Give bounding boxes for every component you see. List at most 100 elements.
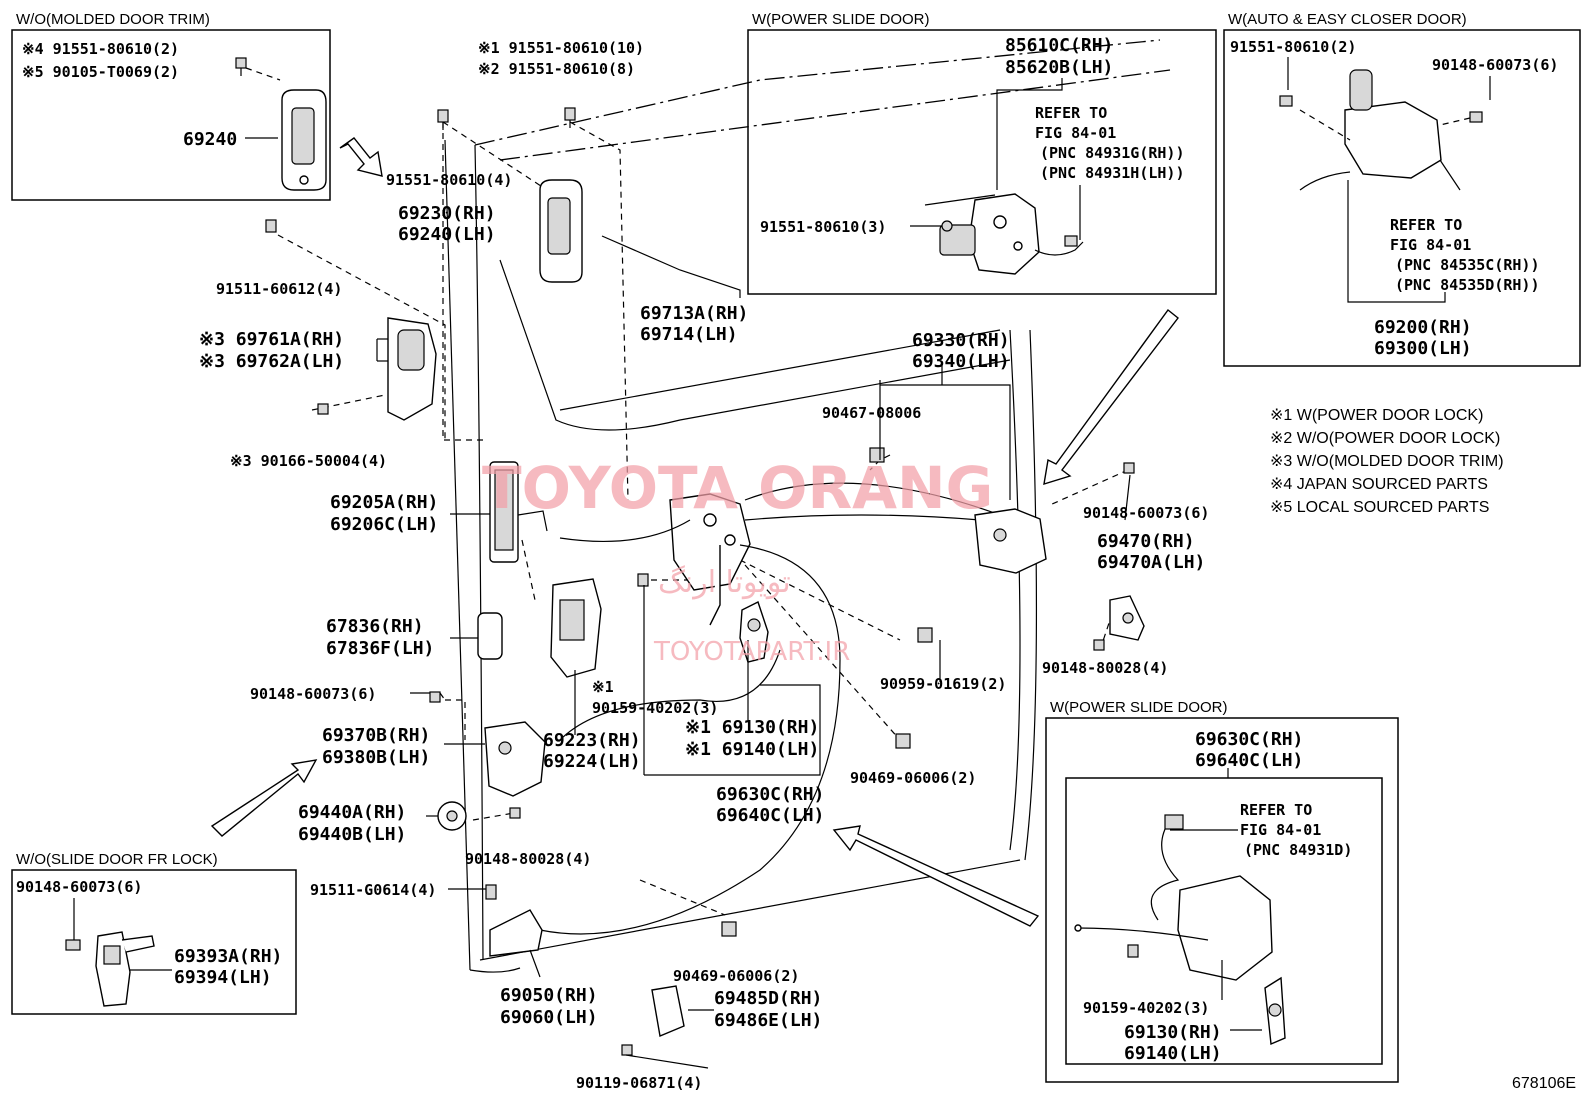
label: 69440A(RH) [298,802,406,823]
label: 69485D(RH) [714,988,822,1009]
label: 69630C(RH) [1195,729,1303,750]
label: 91551-80610(2) [1230,38,1356,56]
label: 90148-80028(4) [1042,659,1168,677]
note: ※5 LOCAL SOURCED PARTS [1270,499,1489,516]
label: 69060(LH) [500,1007,598,1028]
note: ※4 JAPAN SOURCED PARTS [1270,476,1488,493]
part-labels: ※1 91551-80610(10) ※2 91551-80610(8) 915… [199,39,1576,1092]
label: ※1 69140(LH) [685,739,819,760]
main-parts [265,107,1145,1056]
label: (PNC 84535D(RH)) [1395,276,1540,294]
box-slide-fr-lock: W/O(SLIDE DOOR FR LOCK) 90148-60073(6) 6… [11,851,297,1015]
label: ※3 69761A(RH) [199,329,344,350]
inside-handle-icon [387,317,437,421]
label: 69380B(LH) [322,747,430,768]
screw-icon [235,57,247,76]
box-title: W(POWER SLIDE DOOR) [1050,699,1228,716]
label: 69300(LH) [1374,338,1472,359]
screw-icon [637,573,649,587]
figure-code: 678106E [1512,1075,1576,1092]
label: 91511-60612(4) [216,280,342,298]
label: 90467-08006 [822,404,921,422]
block-arrows [210,137,1179,927]
screw-icon [509,807,521,819]
label: (PNC 84931G(RH)) [1040,144,1185,162]
screw-icon [1093,639,1105,651]
label: 90148-60073(6) [1083,504,1209,522]
label: 90148-60073(6) [250,685,376,703]
label: 90959-01619(2) [880,675,1006,693]
notes: ※1 W(POWER DOOR LOCK) ※2 W/O(POWER DOOR … [1270,407,1504,516]
label: ※5 90105-T0069(2) [22,63,179,81]
handle-frame-icon [489,461,548,563]
label: 69470A(LH) [1097,552,1205,573]
label: 69200(RH) [1374,317,1472,338]
door-lock-assembly-icon [1074,814,1286,1046]
watermark-text: TOYOTA ORANG [482,454,993,522]
label: ※4 91551-80610(2) [22,40,179,58]
arrow-icon [210,759,318,837]
label: 69714(LH) [640,324,738,345]
cover-icon [477,612,503,660]
label: (PNC 84931D) [1244,841,1352,859]
watermark-url: TOYOTAPART.IR [653,637,850,667]
label: 69713A(RH) [640,303,748,324]
label: ※3 90166-50004(4) [230,452,387,470]
box-power-slide-bottom: W(POWER SLIDE DOOR) 69630C(RH) 69640C(LH… [1045,699,1399,1083]
label: 69440B(LH) [298,824,406,845]
label: 69394(LH) [174,967,272,988]
label: 90119-06871(4) [576,1074,702,1092]
clip-icon [895,733,911,749]
label: 90469-06006(2) [850,769,976,787]
label: 91511-G0614(4) [310,881,436,899]
label: 69224(LH) [543,751,641,772]
note: ※2 W/O(POWER DOOR LOCK) [1270,430,1500,447]
arrow-icon [832,825,1040,927]
label: 69470(RH) [1097,531,1195,552]
lock-center-icon [669,493,751,626]
screw-icon [265,219,277,233]
lower-hinge-icon [489,909,543,957]
label: ※3 69762A(LH) [199,351,344,372]
box-title: W(AUTO & EASY CLOSER DOOR) [1228,11,1467,28]
arrow-icon [1043,308,1179,486]
screw-icon [485,884,497,900]
label: 91551-80610(4) [386,171,512,189]
screw-icon [317,403,329,415]
fr-lock-icon [65,931,155,1007]
box-title: W/O(SLIDE DOOR FR LOCK) [16,851,218,868]
label: 90148-60073(6) [16,878,142,896]
label: 69140(LH) [1124,1043,1222,1064]
label: ※2 91551-80610(8) [478,60,635,78]
label: FIG 84-01 [1240,821,1321,839]
label: 69393A(RH) [174,946,282,967]
clip-icon [917,627,933,643]
striker-icon [1109,595,1145,641]
screw-icon [621,1044,633,1056]
label: 69230(RH) [398,203,496,224]
clip-icon [721,921,737,937]
note: ※1 W(POWER DOOR LOCK) [1270,407,1483,424]
label: REFER TO [1390,216,1462,234]
label: 67836(RH) [326,616,424,637]
label: 90159-40202(3) [592,699,718,717]
label: 85620B(LH) [1005,57,1113,78]
label: 67836F(LH) [326,638,434,659]
label: (PNC 84931H(LH)) [1040,164,1185,182]
label: 90159-40202(3) [1083,999,1209,1017]
screw-icon [429,691,441,703]
label: 69050(RH) [500,985,598,1006]
leader-lines [376,338,1131,1069]
roller-icon [437,801,467,831]
bracket-lower-icon [651,985,685,1037]
label: 69206C(LH) [330,514,438,535]
rod-icon [601,235,741,298]
label: 69223(RH) [543,730,641,751]
screw-icon [564,107,576,128]
label: 69630C(RH) [716,784,824,805]
lower-lock-icon [484,721,546,797]
cable-icon [539,482,1001,935]
actuator-icon [739,601,769,663]
box-title: W(POWER SLIDE DOOR) [752,11,930,28]
